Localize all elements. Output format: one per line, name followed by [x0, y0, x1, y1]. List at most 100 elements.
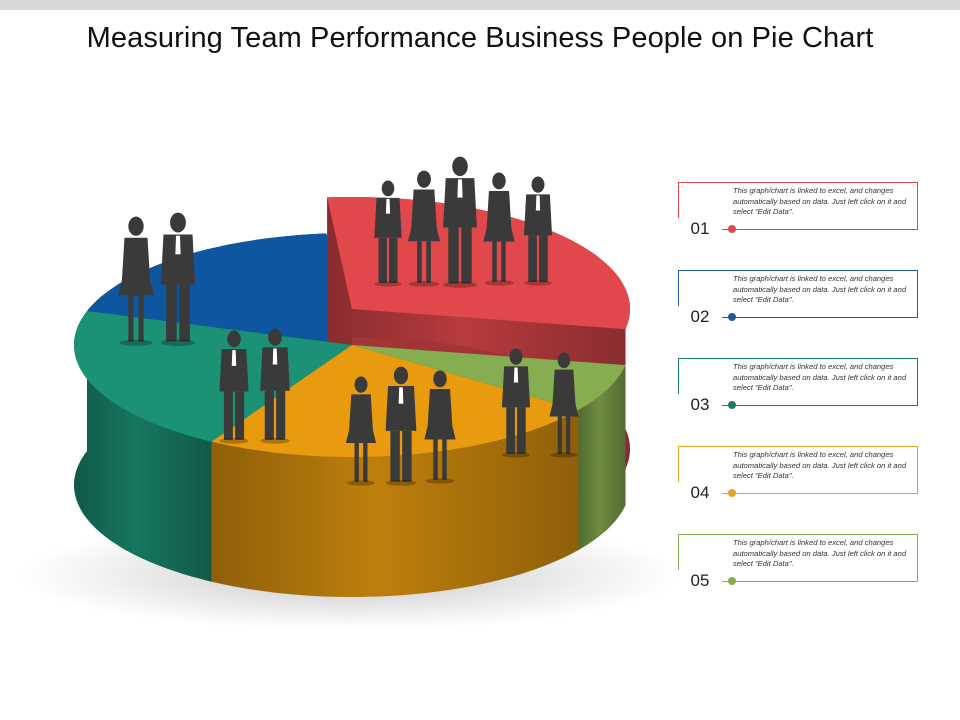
legend-dot: [728, 577, 736, 585]
legend-item-1: This graph/chart is linked to excel, and…: [678, 182, 918, 240]
person-body: [549, 369, 579, 417]
person-leg: [448, 227, 459, 284]
person-leg: [179, 284, 190, 342]
person-leg: [363, 442, 368, 482]
person-body: [501, 366, 531, 408]
person-leg: [223, 391, 233, 440]
person-leg: [492, 241, 497, 282]
legend-text: This graph/chart is linked to excel, and…: [733, 450, 907, 481]
legend-text: This graph/chart is linked to excel, and…: [733, 538, 907, 569]
legend-item-2: This graph/chart is linked to excel, and…: [678, 270, 918, 328]
person-shirt: [231, 350, 237, 366]
person-silhouette-icon: [260, 328, 290, 444]
person-shirt: [175, 235, 181, 255]
person-leg: [426, 241, 431, 283]
pie-top-face: [327, 197, 630, 330]
legend-number: 05: [678, 570, 722, 592]
person-head: [417, 170, 431, 188]
person-shadow: [374, 281, 402, 287]
person-shirt: [272, 348, 278, 365]
person-body: [219, 349, 249, 392]
person-leg: [389, 237, 398, 283]
person-head: [509, 348, 523, 365]
person-shadow: [385, 479, 417, 486]
legend-text: This graph/chart is linked to excel, and…: [733, 274, 907, 305]
person-head: [433, 370, 447, 388]
person-body: [523, 194, 553, 236]
person-leg: [235, 391, 245, 440]
person-head: [452, 156, 468, 177]
person-body: [374, 197, 402, 238]
person-leg: [417, 241, 422, 283]
person-head: [557, 352, 571, 369]
person-shadow: [443, 281, 477, 288]
person-shirt: [535, 195, 541, 211]
person-head: [170, 212, 186, 233]
pie-top-face: [87, 233, 352, 345]
person-shadow: [346, 480, 376, 486]
person-head: [393, 366, 409, 385]
person-body: [483, 191, 515, 242]
person-shadow: [484, 280, 514, 286]
top-bar: [0, 0, 960, 10]
person-leg: [528, 235, 537, 282]
person-body: [160, 234, 196, 285]
legend-text: This graph/chart is linked to excel, and…: [733, 186, 907, 217]
person-leg: [517, 407, 526, 454]
pie-wall-shading: [578, 365, 626, 551]
person-leg: [138, 295, 144, 342]
legend-dot: [728, 489, 736, 497]
legend-item-3: This graph/chart is linked to excel, and…: [678, 358, 918, 416]
person-silhouette-icon: [219, 330, 249, 444]
person-shadow: [260, 438, 290, 444]
person-head: [227, 330, 241, 348]
person-body: [424, 389, 456, 440]
person-shadow: [409, 280, 439, 287]
legend-item-4: This graph/chart is linked to excel, and…: [678, 446, 918, 504]
person-leg: [354, 442, 359, 482]
person-shadow: [160, 339, 196, 346]
person-silhouette-icon: [118, 216, 154, 346]
person-head: [381, 180, 395, 197]
person-silhouette-icon: [407, 170, 441, 287]
person-body: [407, 189, 441, 242]
person-leg: [276, 390, 286, 440]
page-title: Measuring Team Performance Business Peop…: [86, 22, 874, 54]
person-head: [128, 216, 144, 236]
person-leg: [128, 295, 134, 342]
person-silhouette-icon: [483, 172, 515, 286]
legend-box: [678, 358, 918, 406]
pie-wall-shading: [211, 410, 579, 597]
person-silhouette-icon: [374, 180, 402, 287]
person-body: [345, 394, 377, 443]
legend-dot: [728, 401, 736, 409]
legend-item-5: This graph/chart is linked to excel, and…: [678, 534, 918, 592]
person-leg: [378, 237, 387, 283]
person-body: [443, 178, 477, 228]
people-silhouettes: [118, 156, 579, 486]
person-leg: [461, 227, 472, 284]
person-silhouette-icon: [523, 176, 553, 286]
legend-number: 02: [678, 306, 722, 328]
person-silhouette-icon: [424, 370, 456, 484]
person-silhouette-icon: [443, 156, 477, 288]
person-shadow: [550, 452, 578, 458]
legend-number: 03: [678, 394, 722, 416]
person-leg: [501, 241, 506, 282]
person-shirt: [398, 387, 404, 404]
person-leg: [442, 439, 447, 480]
person-body: [260, 347, 290, 391]
person-silhouette-icon: [160, 212, 196, 346]
person-shirt: [385, 198, 391, 214]
legend-number: 04: [678, 482, 722, 504]
person-shadow: [219, 438, 249, 444]
person-head: [354, 376, 368, 393]
person-shadow: [425, 478, 455, 484]
person-shirt: [457, 179, 463, 198]
person-leg: [557, 416, 562, 454]
person-silhouette-icon: [345, 376, 377, 486]
person-shirt: [513, 367, 519, 383]
person-head: [531, 176, 545, 193]
person-silhouette-icon: [549, 352, 579, 458]
